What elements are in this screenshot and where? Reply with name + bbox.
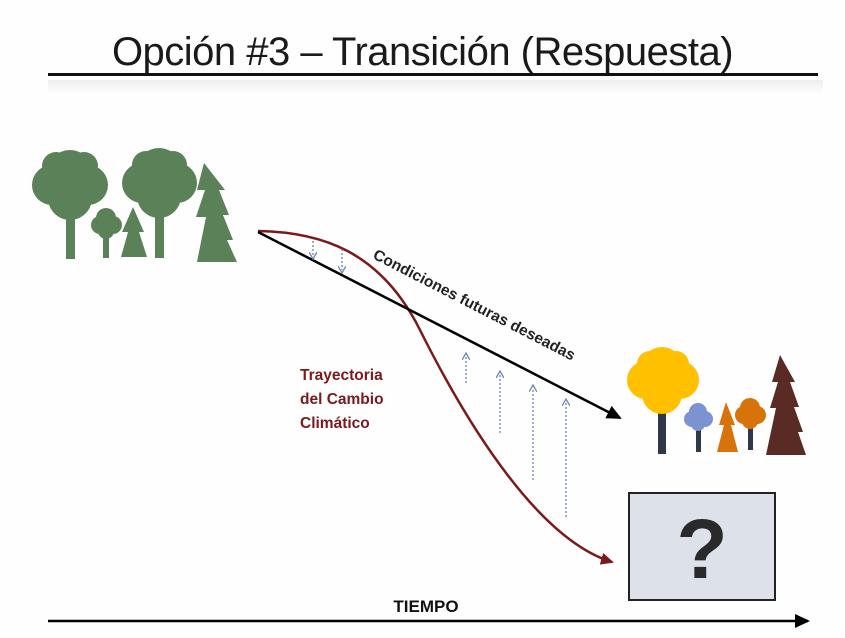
guide-arrows-down (313, 241, 342, 270)
time-axis-label: TIEMPO (393, 597, 458, 616)
trajectory-label: Trayectoria del Cambio Climático (300, 367, 384, 432)
question-mark-icon: ? (676, 502, 727, 596)
trajectory-label-line-3: Climático (300, 415, 370, 432)
trajectory-label-line-1: Trayectoria (300, 367, 383, 384)
guide-arrows-up (466, 356, 566, 517)
deciduous-tree-icon (735, 398, 766, 450)
climate-trajectory-arrow (257, 229, 614, 565)
deciduous-tree-icon (122, 148, 197, 258)
conifer-tree-icon (717, 402, 738, 452)
title-shadow (48, 80, 823, 94)
deciduous-tree-icon (32, 150, 108, 259)
unknown-outcome-box: ? (628, 492, 776, 601)
deciduous-tree-icon (91, 208, 122, 258)
title-underline (48, 73, 818, 76)
conifer-tree-icon (766, 355, 806, 455)
desired-conditions-arrow (257, 230, 622, 420)
current-forest (32, 148, 237, 262)
trajectory-label-line-2: del Cambio (300, 391, 384, 408)
future-forest (627, 347, 806, 455)
conifer-tree-icon (121, 207, 147, 257)
slide-title: Opción #3 – Transición (Respuesta) (111, 30, 734, 74)
conifer-tree-icon (196, 163, 237, 262)
deciduous-tree-icon (627, 347, 699, 454)
deciduous-tree-icon (684, 403, 713, 452)
